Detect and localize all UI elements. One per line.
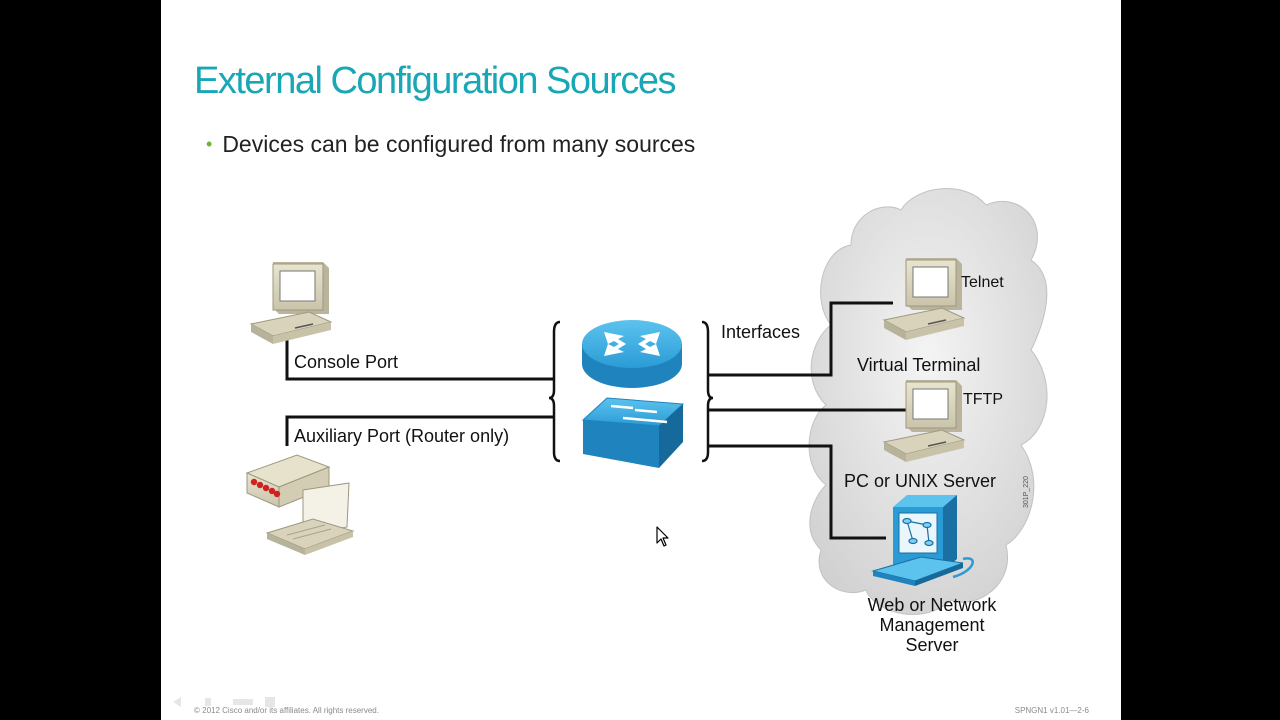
web-nms-server-line1: Web or Network [867, 595, 997, 615]
figure-code: 301P_220 [1023, 476, 1030, 508]
connection-lines [285, 301, 906, 540]
tftp-server-icon [882, 380, 966, 462]
bullet-item: • Devices can be configured from many sou… [206, 131, 695, 158]
modem-laptop-icon [245, 454, 355, 555]
tftp-label: TFTP [963, 391, 1003, 408]
telnet-terminal-icon [882, 258, 966, 340]
web-nms-server-label: Web or Network Management Server [847, 595, 1017, 655]
web-nms-server-line2: Management [879, 615, 985, 635]
interfaces-label: Interfaces [721, 322, 801, 342]
auxiliary-port-label: Auxiliary Port (Router only) [294, 426, 510, 446]
player-toolbar-ghost [173, 697, 275, 707]
router-icon [582, 320, 682, 388]
pc-unix-server-label: PC or UNIX Server [844, 471, 997, 491]
virtual-terminal-label: Virtual Terminal [857, 355, 981, 375]
bullet-text: Devices can be configured from many sour… [222, 131, 696, 157]
slide-title: External Configuration Sources [194, 60, 676, 102]
left-brace [548, 320, 561, 463]
web-nms-server-line3: Server [905, 635, 959, 655]
right-brace [701, 320, 714, 463]
mouse-cursor-icon [656, 526, 669, 547]
switch-icon [581, 397, 685, 468]
course-code-footer: SPNGN1 v1.01—2-6 [1014, 706, 1089, 715]
console-port-label: Console Port [294, 352, 399, 372]
diagram [245, 188, 1048, 615]
slide: External Configuration Sources • Devices … [161, 0, 1121, 720]
copyright-footer: © 2012 Cisco and/or its affiliates. All … [194, 706, 379, 715]
bullet-dot: • [206, 134, 213, 154]
telnet-label: Telnet [961, 274, 1004, 291]
management-server-icon [871, 495, 974, 586]
console-terminal-icon [249, 262, 333, 344]
